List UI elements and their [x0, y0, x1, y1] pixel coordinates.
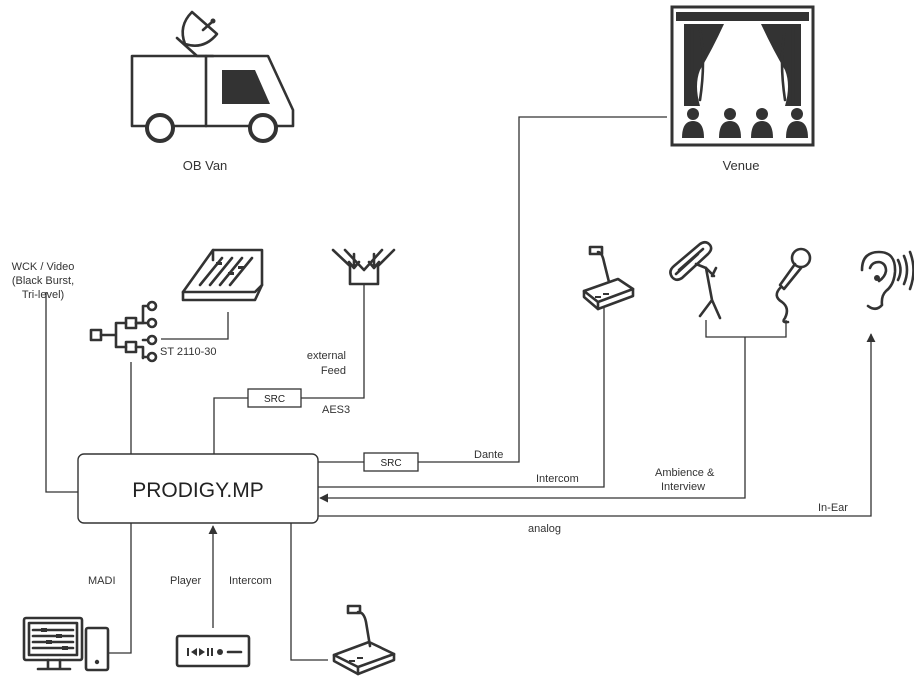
ob-van-caption: OB Van	[183, 158, 228, 173]
ear-icon	[860, 250, 914, 311]
player-label: Player	[170, 575, 202, 587]
intercom-bottom-wire	[290, 523, 328, 661]
prodigy-mp-node[interactable]: PRODIGY.MP	[77, 453, 319, 524]
ambience-label-2: Interview	[661, 481, 705, 493]
sync-wire	[45, 292, 78, 493]
ext-feed-label-1: external	[307, 350, 346, 362]
intercom-station-icon	[582, 245, 635, 311]
venue-caption: Venue	[723, 158, 760, 173]
svg-text:SRC: SRC	[264, 394, 285, 405]
stage-venue-icon[interactable]	[670, 5, 815, 147]
prodigy-mp-label: PRODIGY.MP	[132, 479, 263, 502]
ob-van-icon[interactable]	[130, 10, 295, 143]
boom-microphone-icon	[669, 240, 722, 320]
ext-feed-wire	[301, 285, 365, 399]
handheld-microphone-icon	[775, 247, 812, 324]
ambience-wire	[319, 337, 746, 503]
analog-label: analog	[528, 523, 561, 535]
svg-text:SRC: SRC	[380, 458, 401, 469]
computer-daw-icon	[22, 616, 110, 672]
media-player-icon	[175, 634, 251, 668]
intercom-bottom-label: Intercom	[229, 575, 272, 587]
src-box-top: SRC	[247, 388, 302, 408]
y-merge-icon	[331, 248, 396, 286]
madi-wire	[108, 523, 132, 654]
st2110-wire	[161, 312, 229, 340]
madi-label: MADI	[88, 575, 116, 587]
mixing-console-icon	[181, 248, 264, 302]
intercom-right-label: Intercom	[536, 473, 579, 485]
mic-join-wire	[705, 320, 787, 338]
ext-feed-src-wire	[213, 397, 248, 454]
dante-wire	[418, 116, 667, 463]
in-ear-label: In-Ear	[818, 502, 848, 514]
connection-wires	[45, 116, 876, 661]
sync-label-3: Tri-level)	[22, 289, 64, 301]
sync-label-2: (Black Burst,	[12, 275, 74, 287]
edge-labels: WCK / Video (Black Burst, Tri-level) ST …	[12, 261, 849, 587]
st2110-label: ST 2110-30	[160, 346, 216, 358]
in-ear-wire	[318, 333, 876, 517]
ext-feed-label-2: Feed	[321, 365, 346, 377]
intercom-right-wire	[318, 308, 605, 488]
intercom-station-bottom-icon	[332, 604, 396, 676]
sync-tree-icon	[89, 300, 158, 363]
src-box-right: SRC	[363, 452, 419, 472]
sync-label-1: WCK / Video	[12, 261, 75, 273]
aes3-label: AES3	[322, 404, 350, 416]
ambience-label-1: Ambience &	[655, 467, 715, 479]
dante-label: Dante	[474, 449, 503, 461]
